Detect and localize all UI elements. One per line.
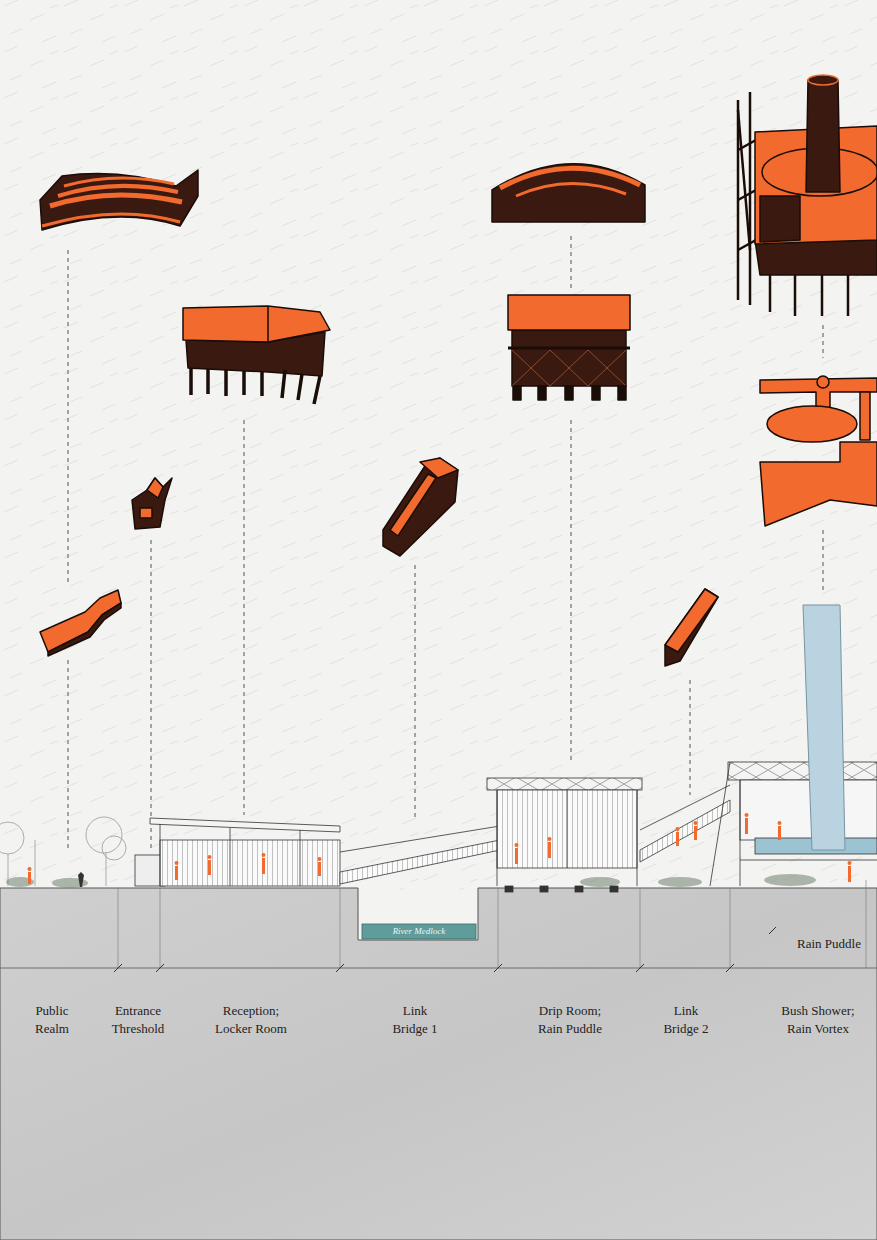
section-label: Link Bridge 1 bbox=[385, 1002, 445, 1037]
river-label: River Medlock bbox=[364, 925, 474, 937]
section-label: Entrance Threshold bbox=[105, 1002, 171, 1037]
section-label: Public Realm bbox=[28, 1002, 76, 1037]
section-label: Link Bridge 2 bbox=[656, 1002, 716, 1037]
section-label: Rain Puddle bbox=[797, 935, 873, 953]
section-label: Bush Shower; Rain Vortex bbox=[774, 1002, 862, 1037]
section-label: Reception; Locker Room bbox=[206, 1002, 296, 1037]
section-label: Drip Room; Rain Puddle bbox=[528, 1002, 612, 1037]
